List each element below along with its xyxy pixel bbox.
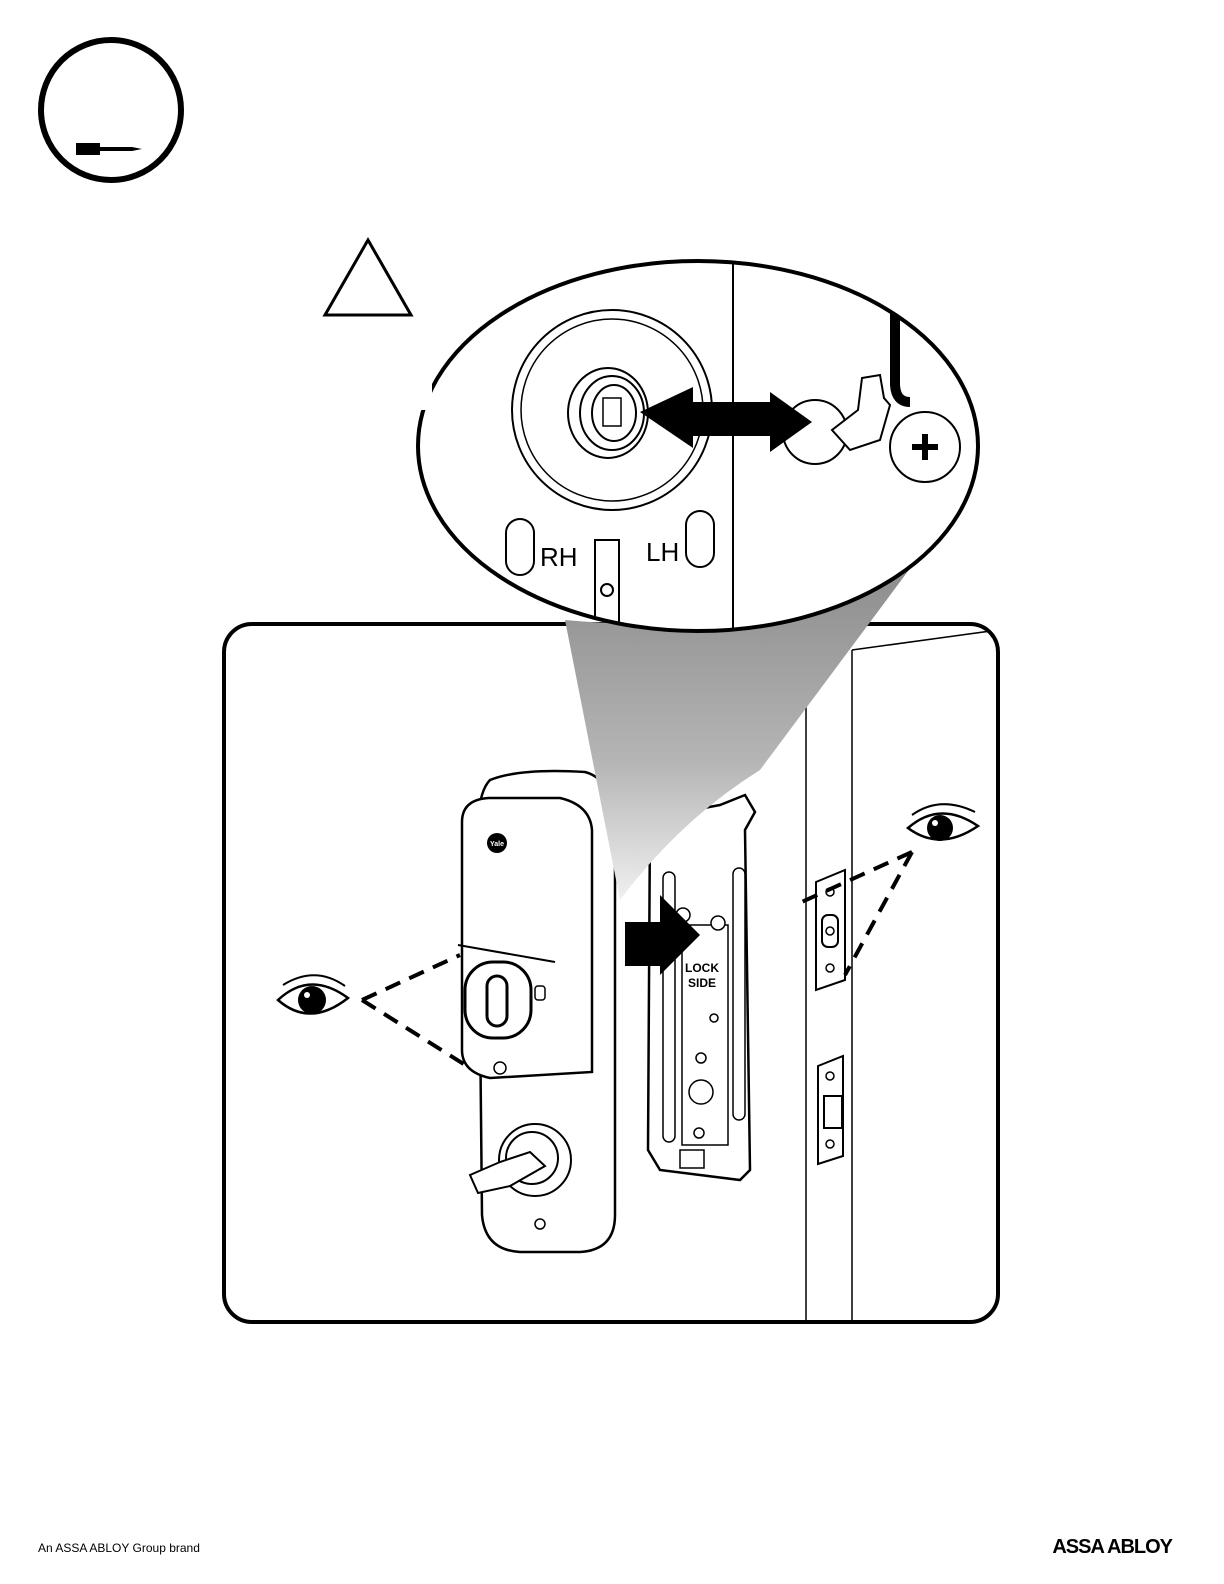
plate-label-side: SIDE [688,976,716,990]
lock-escutcheon: Yale [458,771,615,1252]
caution-triangle-icon [325,240,411,315]
mounting-plate: LOCK SIDE [648,795,755,1180]
latch-strike [818,1056,843,1164]
yale-logo-text: Yale [490,841,504,848]
rh-label: RH [540,542,578,572]
lh-label: LH [646,537,679,567]
brand-line: An ASSA ABLOY Group brand [38,1541,200,1555]
plate-label-lock: LOCK [685,961,719,975]
screwdriver-icon [76,143,142,155]
tool-badge [41,40,181,180]
assa-abloy-logo: ASSA ABLOY [1052,1536,1172,1559]
